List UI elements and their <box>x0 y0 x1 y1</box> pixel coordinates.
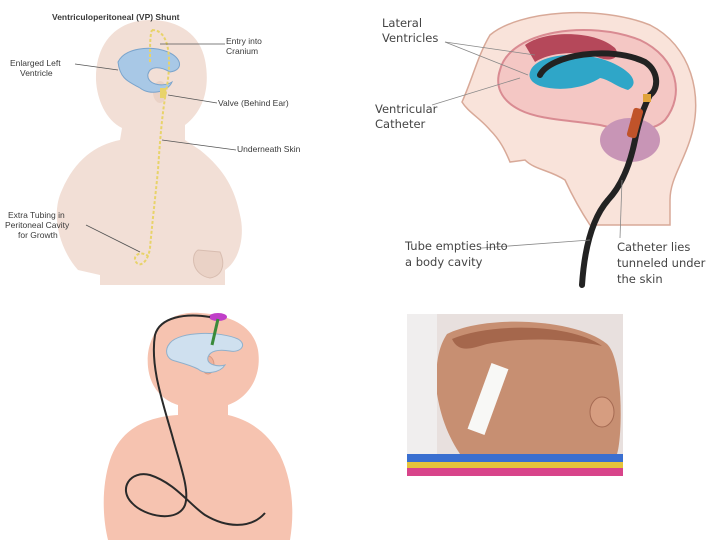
infant-photo-illustration <box>407 314 623 476</box>
valve-connector <box>643 94 651 102</box>
infant-hair <box>452 327 602 349</box>
label-valve: Valve (Behind Ear) <box>218 98 289 108</box>
shunt-valve-orange <box>626 107 644 139</box>
vp-shunt-child-diagram: Ventriculoperitoneal (VP) Shunt Entry in… <box>0 0 355 290</box>
blanket-stripe-pink <box>407 468 623 476</box>
label-tunnel-line2: tunneled under <box>617 256 706 270</box>
shunt-valve <box>160 88 166 98</box>
child-body <box>56 20 242 285</box>
ventricle-shape <box>166 332 243 373</box>
blanket-stripe-yellow <box>407 462 623 468</box>
coiled-shunt-tube <box>125 314 266 526</box>
label-skin: Underneath Skin <box>237 144 301 154</box>
surgical-dressing <box>467 363 509 435</box>
body-silhouette <box>103 312 293 540</box>
shunt-body-diagram <box>90 305 300 540</box>
infant-photo <box>407 314 623 476</box>
label-tunnel-line1: Catheter lies <box>617 240 690 254</box>
head-cross-section-illustration: Lateral Ventricles Ventricular Catheter … <box>375 11 706 288</box>
label-lateral-line2: Ventricles <box>382 31 438 45</box>
label-tunnel-line3: the skin <box>617 272 663 286</box>
head-cross-section-diagram: Lateral Ventricles Ventricular Catheter … <box>360 0 720 295</box>
label-ventricle-line1: Enlarged Left <box>10 58 61 68</box>
label-tube-line2: a body cavity <box>405 255 483 269</box>
ventricular-catheter-green <box>210 318 220 346</box>
label-entry-line2: Cranium <box>226 46 258 56</box>
label-vcath-line2: Catheter <box>375 117 426 131</box>
label-entry-line1: Entry into <box>226 36 262 46</box>
reservoir <box>209 313 227 321</box>
label-tubing-line3: for Growth <box>18 230 58 240</box>
infant-ear <box>589 396 615 428</box>
label-ventricle-line2: Ventricle <box>20 68 53 78</box>
shunt-body-illustration <box>103 312 293 540</box>
label-lateral-line1: Lateral <box>382 16 422 30</box>
shunt-tubing <box>134 29 171 266</box>
label-vcath-line1: Ventricular <box>375 102 438 116</box>
label-tubing-line2: Peritoneal Cavity <box>5 220 70 230</box>
label-tubing-line1: Extra Tubing in <box>8 210 65 220</box>
label-tube-line1: Tube empties into <box>404 239 508 253</box>
child-hand <box>193 249 224 279</box>
blanket-stripe-blue <box>407 454 623 462</box>
vp-shunt-child-illustration: Ventriculoperitoneal (VP) Shunt Entry in… <box>5 12 301 285</box>
diagram-title: Ventriculoperitoneal (VP) Shunt <box>52 12 180 22</box>
sheet-left <box>407 314 437 454</box>
cerebellum <box>600 118 660 162</box>
